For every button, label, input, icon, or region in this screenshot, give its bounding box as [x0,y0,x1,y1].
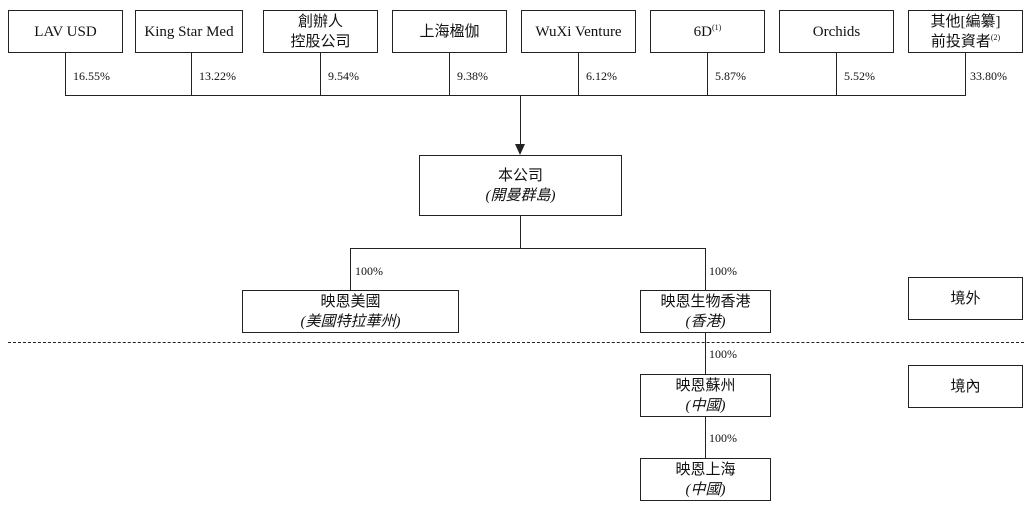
shareholder-orchids: Orchids [779,10,894,53]
connector-line [836,53,837,95]
subsidiary-jurisdiction: (中國) [685,481,726,498]
connector-line [65,95,966,96]
shareholder-name: 6D [693,23,712,40]
shareholder-other-investors: 其他[編纂] 前投資者(2) [908,10,1023,53]
connector-line [350,248,706,249]
connector-line [520,95,521,145]
region-label: 境內 [950,378,981,395]
ownership-percentage: 16.55% [73,69,110,83]
subsidiary-suzhou-box: 映恩蘇州 (中國) [640,374,771,417]
connector-line [705,417,706,458]
connector-line [707,53,708,95]
subsidiary-name: 映恩生物香港 [660,293,751,310]
subsidiary-jurisdiction: (香港) [685,313,726,330]
subsidiary-name: 映恩蘇州 [675,377,736,394]
ownership-percentage: 33.80% [970,69,1007,83]
shareholder-name-line2-wrap: 前投資者(2) [931,32,1000,52]
ownership-percentage: 9.54% [328,69,359,83]
ownership-percentage: 100% [709,347,737,361]
shareholder-wuxi-venture: WuXi Venture [521,10,636,53]
company-box: 本公司 (開曼群島) [419,155,622,216]
connector-line [705,333,706,374]
shareholder-name-line1: 創辦人 [297,13,343,30]
region-offshore-box: 境外 [908,277,1023,320]
subsidiary-hk-box: 映恩生物香港 (香港) [640,290,771,333]
ownership-percentage: 5.87% [715,69,746,83]
shareholder-king-star-med: King Star Med [135,10,243,53]
subsidiary-name: 映恩美國 [320,293,381,310]
shareholder-name-line2: 前投資者 [930,33,991,50]
shareholder-name: King Star Med [144,23,234,40]
shareholder-name: Orchids [812,23,861,40]
company-name: 本公司 [497,167,543,184]
region-onshore-box: 境內 [908,365,1023,408]
ownership-percentage: 100% [709,431,737,445]
company-jurisdiction: (開曼群島) [485,187,556,204]
connector-line [520,216,521,248]
shareholder-name-line1: 其他[編纂] [930,13,1001,30]
shareholder-founder-holding: 創辦人 控股公司 [263,10,378,53]
ownership-percentage: 5.52% [844,69,875,83]
ownership-percentage: 100% [355,264,383,278]
connector-line [65,53,66,95]
subsidiary-shanghai-box: 映恩上海 (中國) [640,458,771,501]
connector-line [320,53,321,95]
ownership-percentage: 13.22% [199,69,236,83]
shareholder-lav-usd: LAV USD [8,10,123,53]
footnote-marker: (1) [712,22,722,32]
connector-line [191,53,192,95]
shareholder-name: 上海楹伽 [419,23,480,40]
shareholder-6d: 6D(1) [650,10,765,53]
offshore-onshore-divider [8,342,1024,343]
region-label: 境外 [950,290,981,307]
subsidiary-jurisdiction: (美國特拉華州) [300,313,401,330]
shareholder-name: WuXi Venture [535,23,622,40]
connector-line [449,53,450,95]
subsidiary-jurisdiction: (中國) [685,397,726,414]
shareholder-name-wrap: 6D(1) [694,22,722,42]
subsidiary-name: 映恩上海 [675,461,736,478]
connector-line [965,53,966,95]
shareholder-shanghai-yingjia: 上海楹伽 [392,10,507,53]
subsidiary-us-box: 映恩美國 (美國特拉華州) [242,290,459,333]
ownership-percentage: 9.38% [457,69,488,83]
connector-line [705,248,706,290]
connector-line [578,53,579,95]
connector-line [350,248,351,290]
shareholder-name-line2: 控股公司 [290,33,351,50]
ownership-percentage: 6.12% [586,69,617,83]
ownership-percentage: 100% [709,264,737,278]
footnote-marker: (2) [990,32,1001,42]
shareholder-name: LAV USD [34,23,97,40]
